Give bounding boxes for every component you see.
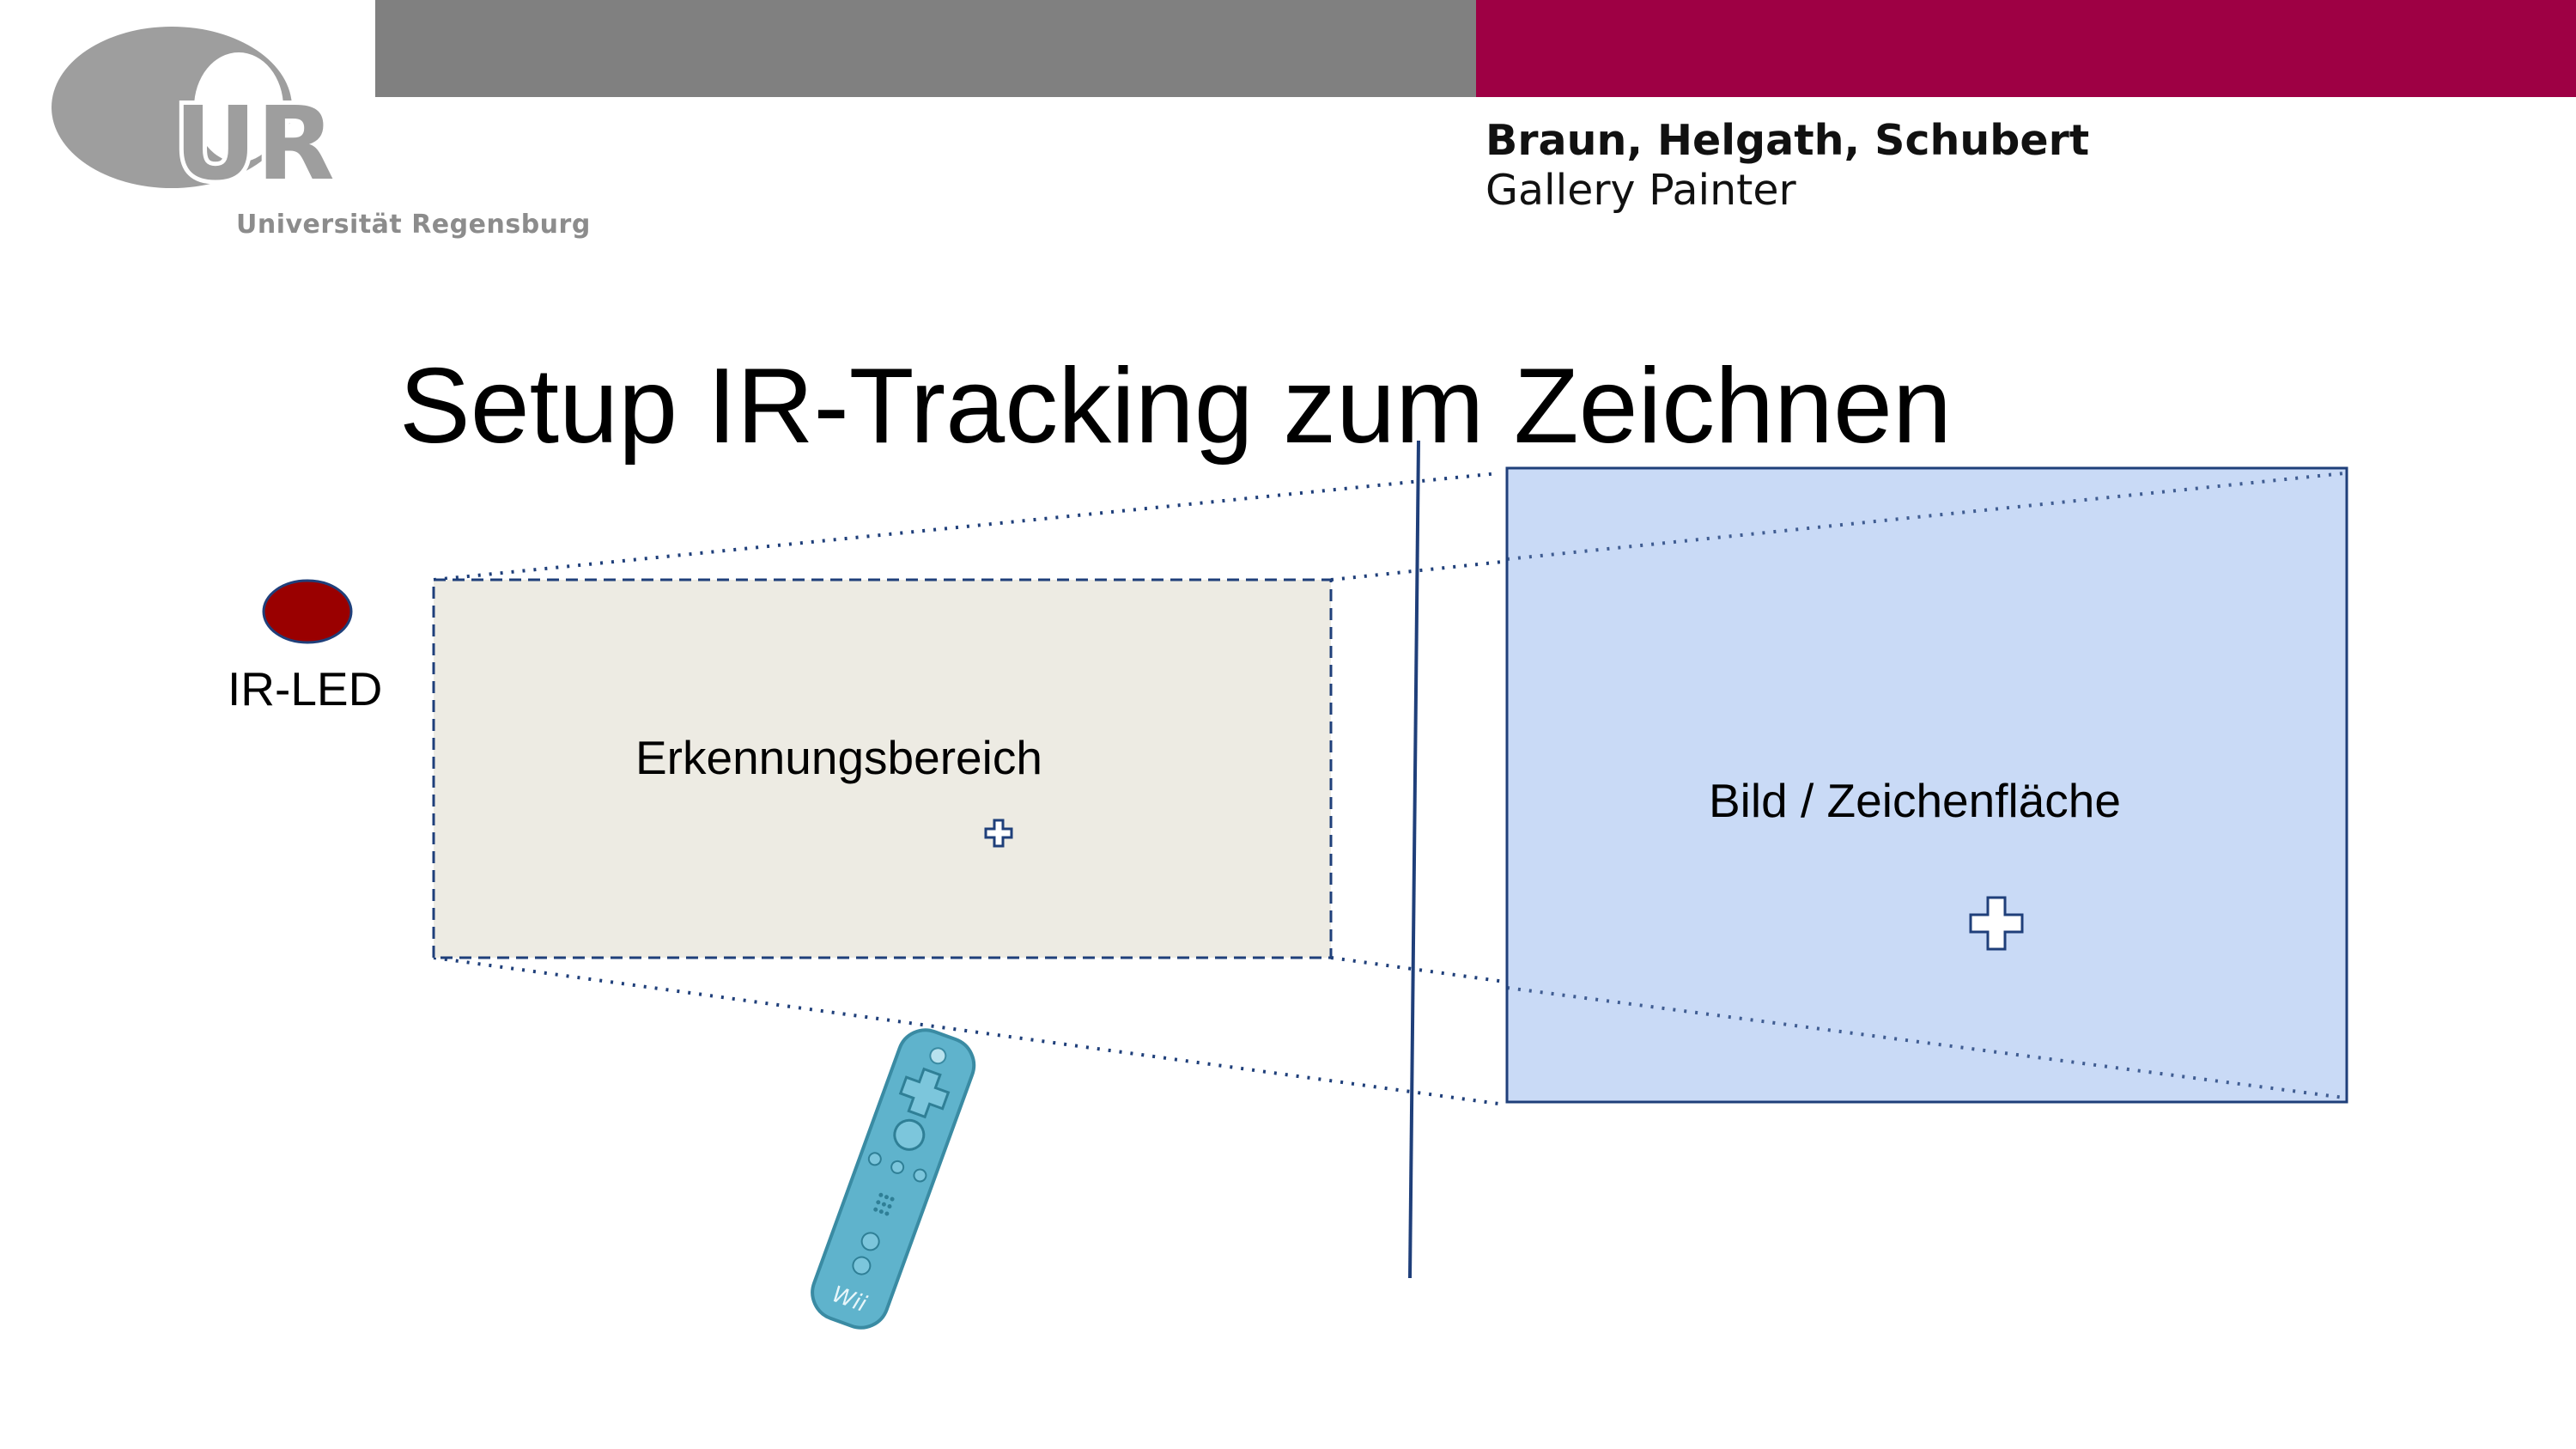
logo-letters: UR [174,84,335,203]
header-bar-gray [375,0,1476,97]
projection-line-top-outer [433,472,1499,581]
projection-line-bottom-outer [433,956,1499,1105]
detection-area [432,578,1333,959]
ir-led-label: IR-LED [228,662,383,715]
canvas-area-label: Bild / Zeichenfläche [1709,774,2121,827]
project-name: Gallery Painter [1485,166,1796,215]
detection-area-label: Erkennungsbereich [635,731,1042,784]
ir-led-icon [262,579,353,644]
authors: Braun, Helgath, Schubert [1485,116,2090,165]
separator-line [1408,440,1420,1279]
wii-remote-icon: Wii [811,1028,976,1330]
detection-cursor-icon [984,819,1013,848]
canvas-cursor-icon [1969,896,2024,951]
canvas-projection-line-bottom [1506,986,2345,1099]
university-name: Universität Regensburg [236,210,591,240]
header-bar-red [1476,0,2576,97]
canvas-area [1505,466,2348,1104]
slide-title: Setup IR-Tracking zum Zeichnen [399,347,1952,466]
university-logo: UR [52,27,339,207]
